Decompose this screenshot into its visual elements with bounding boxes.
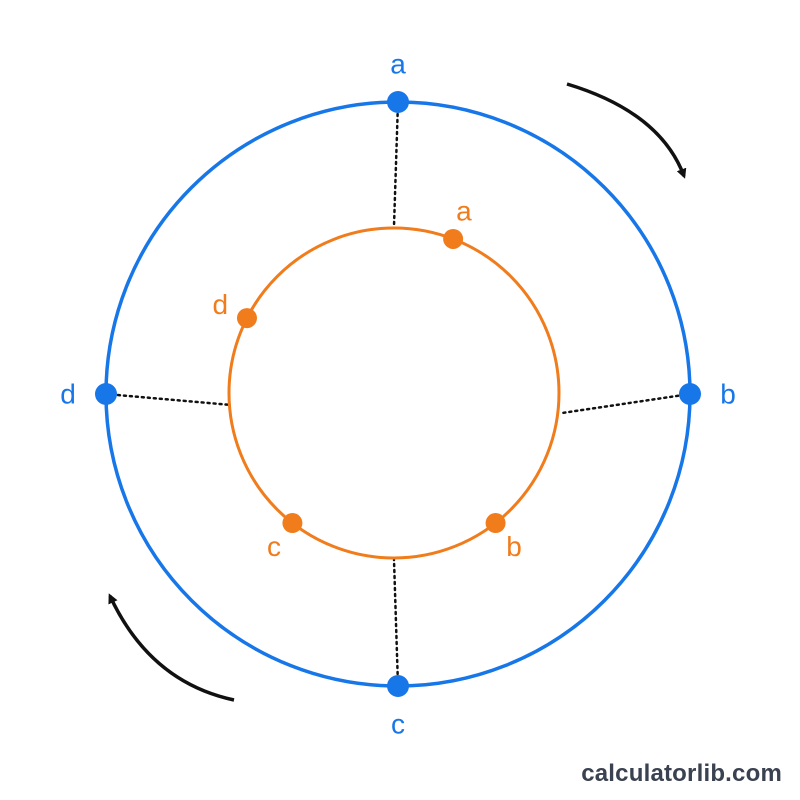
inner-circle <box>227 226 561 560</box>
inner-point-c <box>282 513 303 534</box>
outer-point-label-c: c <box>391 709 405 740</box>
outer-point-d <box>95 383 117 405</box>
outer-point-c <box>387 675 409 697</box>
outer-point-label-d: d <box>60 379 76 410</box>
outer-point-label-a: a <box>390 49 406 80</box>
outer-point-b <box>679 383 701 405</box>
inner-circle-points: a b c d <box>212 195 521 562</box>
inner-point-a <box>443 228 464 249</box>
clockwise-arrow-top-right <box>566 82 687 179</box>
inner-point-d <box>236 308 257 329</box>
connector-lines <box>104 100 692 688</box>
inner-point-label-b: b <box>506 531 522 562</box>
inner-point-label-c: c <box>267 531 281 562</box>
outer-point-a <box>387 91 409 113</box>
clockwise-arrow-bottom-left <box>108 593 235 702</box>
connector-a <box>392 100 400 228</box>
connector-c <box>392 558 400 688</box>
outer-circle <box>104 100 692 688</box>
watermark-text: calculatorlib.com <box>581 760 782 787</box>
outer-point-label-b: b <box>720 379 736 410</box>
inner-point-label-d: d <box>212 289 228 320</box>
inner-point-b <box>485 513 506 534</box>
outer-circle-points: a b c d <box>60 49 736 740</box>
inner-point-label-a: a <box>456 195 472 226</box>
connector-b <box>558 392 692 415</box>
connector-d <box>104 392 229 406</box>
